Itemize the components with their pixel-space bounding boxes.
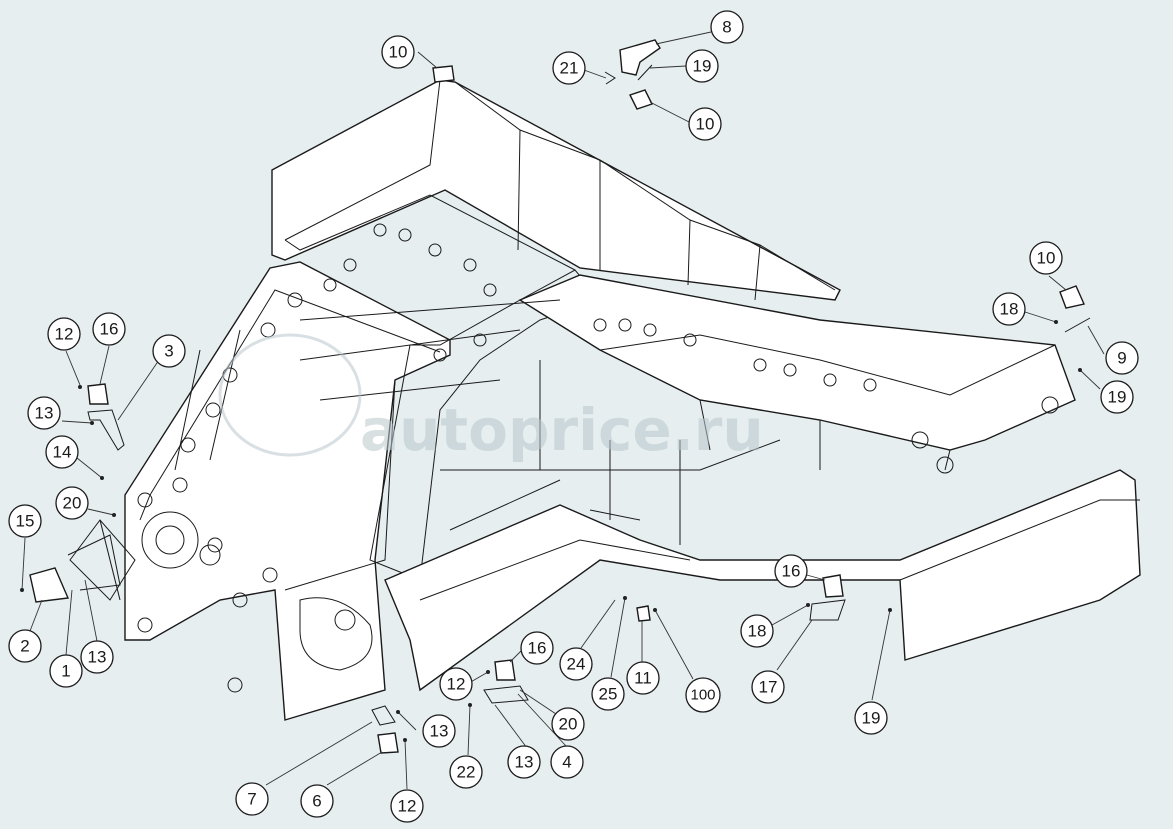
callout-12-mid: 12 xyxy=(439,667,473,701)
callout-label: 25 xyxy=(599,685,618,704)
callout-11: 11 xyxy=(626,661,660,695)
callout-label: 10 xyxy=(1037,249,1056,268)
callout-16-left: 16 xyxy=(92,312,126,346)
callout-13-bl: 13 xyxy=(80,640,114,674)
callout-label: 19 xyxy=(862,709,881,728)
part-10-lamp-hopper xyxy=(432,65,455,83)
callout-label: 10 xyxy=(696,115,715,134)
callout-10-top: 10 xyxy=(381,35,415,69)
callout-label: 8 xyxy=(722,18,731,37)
hopper-bin xyxy=(271,79,841,301)
callout-13-mid: 13 xyxy=(507,745,541,779)
callout-label: 18 xyxy=(748,622,767,641)
callout-label: 9 xyxy=(1117,349,1126,368)
callout-label: 16 xyxy=(528,639,547,658)
callout-22: 22 xyxy=(449,755,483,789)
callout-label: 16 xyxy=(100,320,119,339)
callout-16-right: 16 xyxy=(774,554,808,588)
callout-10-right: 10 xyxy=(1029,241,1063,275)
callout-label: 10 xyxy=(389,43,408,62)
callout-label: 18 xyxy=(1000,300,1019,319)
callout-label: 13 xyxy=(88,648,107,667)
part-2-triangle xyxy=(29,567,70,603)
callout-100: 100 xyxy=(685,677,721,713)
callout-label: 19 xyxy=(693,57,712,76)
watermark-autoprice: autoprice.ru xyxy=(218,333,764,464)
callout-19-right: 19 xyxy=(1100,380,1134,414)
part-10-lamp-top xyxy=(629,89,653,110)
callout-label: 7 xyxy=(247,790,256,809)
callout-13-low: 13 xyxy=(422,714,456,748)
callout-label: 20 xyxy=(559,715,578,734)
callout-20-left: 20 xyxy=(55,486,89,520)
callout-label: 12 xyxy=(55,325,74,344)
loose-parts xyxy=(29,39,1091,754)
callout-18-right: 18 xyxy=(992,292,1026,326)
callout-label: 21 xyxy=(560,59,579,78)
callout-9: 9 xyxy=(1105,341,1139,375)
callout-19-low: 19 xyxy=(854,701,888,735)
callout-label: 11 xyxy=(634,669,652,688)
callout-14: 14 xyxy=(45,435,79,469)
callout-label: 13 xyxy=(430,722,449,741)
callout-10-mid: 10 xyxy=(688,107,722,141)
callout-21: 21 xyxy=(552,51,586,85)
callout-label: 13 xyxy=(35,404,54,423)
left-side-frame xyxy=(124,261,451,721)
callout-label: 24 xyxy=(567,655,586,674)
callout-label: 20 xyxy=(63,494,82,513)
base-rail xyxy=(384,469,1141,692)
fastener-dots xyxy=(20,320,1082,742)
callout-label: 13 xyxy=(515,753,534,772)
part-10-lamp-right xyxy=(1059,285,1085,309)
callout-label: 2 xyxy=(20,637,29,656)
callout-label: 22 xyxy=(457,763,476,782)
callout-label: 3 xyxy=(164,342,173,361)
callout-2: 2 xyxy=(8,629,42,663)
part-16-wear-right xyxy=(822,574,844,598)
callout-25: 25 xyxy=(591,677,625,711)
callout-label: 15 xyxy=(16,512,35,531)
callout-label: 4 xyxy=(562,753,571,772)
callout-24: 24 xyxy=(559,647,593,681)
callout-6: 6 xyxy=(300,784,334,818)
callout-3: 3 xyxy=(152,334,186,368)
callout-17: 17 xyxy=(751,670,785,704)
callout-13-left: 13 xyxy=(27,396,61,430)
callout-label: 12 xyxy=(447,675,466,694)
callout-label: 16 xyxy=(782,562,801,581)
watermark-text: autoprice.ru xyxy=(360,396,764,464)
leader-lines xyxy=(21,31,1105,790)
callout-label: 17 xyxy=(759,678,778,697)
callout-label: 19 xyxy=(1108,388,1127,407)
machine-frame-drawing xyxy=(69,79,1141,721)
part-8-bracket xyxy=(619,39,661,76)
part-11 xyxy=(636,605,651,622)
callout-19-top: 19 xyxy=(685,49,719,83)
part-6-wear-bottom xyxy=(377,732,399,754)
callout-4: 4 xyxy=(550,745,584,779)
callout-label: 1 xyxy=(61,662,70,681)
callout-label: 100 xyxy=(690,687,715,704)
callout-12-left: 12 xyxy=(47,317,81,351)
callout-20-mid: 20 xyxy=(551,707,585,741)
callout-label: 6 xyxy=(312,792,321,811)
callout-15: 15 xyxy=(8,504,42,538)
conveyor-section xyxy=(518,274,1076,451)
part-16-wear-left xyxy=(87,383,109,405)
callout-8: 8 xyxy=(710,10,744,44)
callout-7: 7 xyxy=(235,782,269,816)
callout-12-low: 12 xyxy=(390,789,424,823)
callout-label: 14 xyxy=(53,443,72,462)
callout-18-low: 18 xyxy=(740,614,774,648)
callout-label: 12 xyxy=(398,797,417,816)
part-16-wear-mid xyxy=(494,659,516,681)
callout-1: 1 xyxy=(49,654,83,688)
callout-16-mid: 16 xyxy=(520,631,554,665)
